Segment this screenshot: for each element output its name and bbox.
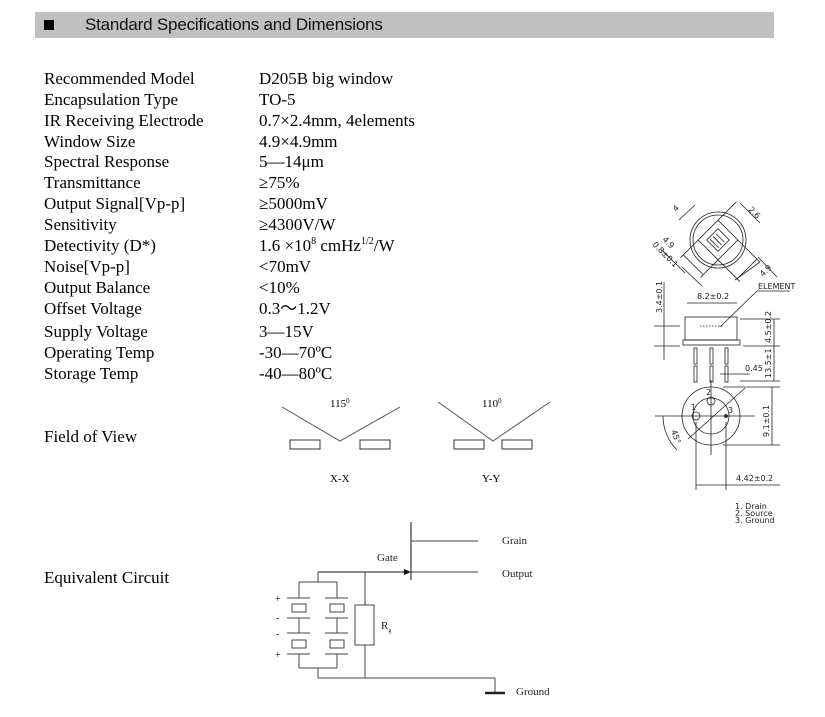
pyro-element-column-left — [287, 597, 310, 668]
pin-1-label: 1 — [691, 403, 696, 412]
top-view-drawing — [661, 201, 778, 287]
side-dim-leads: 13.5±1 — [764, 348, 773, 378]
spec-value: 0.7×2.4mm, 4elements — [259, 111, 415, 130]
gate-label: Gate — [377, 552, 398, 564]
side-dim-lead-dia: 0.45 — [745, 364, 763, 373]
field-of-view-label: Field of View — [44, 427, 138, 446]
spec-value: <10% — [259, 278, 300, 297]
spec-label: Offset Voltage — [44, 299, 142, 318]
spec-label: Output Balance — [44, 278, 151, 297]
output-label: Output — [502, 568, 533, 580]
equivalent-circuit-label: Equivalent Circuit — [44, 568, 170, 587]
fov-yy-axis-label: Y-Y — [482, 473, 500, 485]
fov-yy-element-right — [501, 439, 533, 450]
fov-xx: 1150 X-X — [281, 397, 401, 485]
spec-label: Noise[Vp-p] — [44, 257, 130, 276]
spec-label: Supply Voltage — [44, 322, 148, 341]
spec-label: Transmittance — [44, 173, 141, 192]
pin-3-label: 3 — [728, 406, 733, 415]
spec-value: 1.6 ×108 cmHz1/2/W — [259, 236, 395, 256]
pin-legend-2: 2. Source — [735, 509, 773, 518]
spec-label: Spectral Response — [44, 152, 170, 171]
resistor-rg — [354, 604, 375, 646]
spec-value-part: /W — [373, 236, 395, 255]
spec-value-part: 1.6 ×10 — [259, 236, 312, 255]
fov-yy-cone — [437, 401, 551, 442]
side-dim-width: 8.2±0.2 — [697, 292, 729, 301]
side-view-drawing — [654, 282, 790, 383]
polarity-2: - — [276, 613, 279, 624]
field-of-view-diagram: 1150 X-X 1100 Y-Y — [281, 397, 551, 485]
fov-yy: 1100 Y-Y — [437, 397, 551, 485]
polarity-1: + — [275, 594, 281, 605]
bottom-view-drawing — [655, 380, 780, 490]
spec-value-part: cmHz — [316, 236, 361, 255]
top-dim-4: 4 — [671, 203, 681, 213]
pin-legend-3: 3. Ground — [735, 516, 775, 525]
spec-value: 3—15V — [259, 322, 314, 341]
fov-yy-element-left — [453, 439, 485, 450]
spec-value: D205B big window — [259, 69, 394, 88]
spec-value: ≥5000mV — [259, 194, 328, 213]
spec-value-part: 8 — [311, 236, 317, 247]
spec-label: IR Receiving Electrode — [44, 111, 204, 130]
fov-xx-element-left — [289, 439, 321, 450]
spec-label: Detectivity (D*) — [44, 236, 156, 255]
black-square-icon — [44, 20, 54, 30]
pin-2-label: 2 — [706, 388, 711, 397]
spec-label: Output Signal[Vp-p] — [44, 194, 186, 213]
fov-xx-element-right — [359, 439, 391, 450]
grain-label: Grain — [502, 535, 528, 547]
side-dim-height: 3.4±0.1 — [655, 281, 664, 313]
spec-value: 4.9×4.9mm — [259, 132, 338, 151]
bottom-dim-pitch: 4.42±0.2 — [736, 474, 773, 483]
side-element-label: ELEMENT — [758, 282, 796, 291]
spec-label: Sensitivity — [44, 215, 117, 234]
spec-value: ≥75% — [259, 173, 300, 192]
spec-value: 0.3～1.2V — [259, 299, 331, 318]
spec-label: Operating Temp — [44, 343, 155, 362]
polarity-3: - — [276, 629, 279, 640]
spec-value: ≥4300V/W — [259, 215, 336, 234]
spec-value: <70mV — [259, 257, 312, 276]
section-header: Standard Specifications and Dimensions — [35, 12, 774, 38]
top-dim-4-9-right: 4.9 — [758, 263, 773, 278]
spec-value-part: 1/2 — [360, 236, 374, 247]
spec-label: Recommended Model — [44, 69, 195, 88]
bottom-dim-diameter: 9.1±0.1 — [762, 405, 771, 437]
polarity-4: + — [275, 650, 281, 661]
dimension-drawings: 4 2.6 4.9 0.8±0.1 4.9 3.4±0.1 8.2±0.2 EL… — [651, 201, 796, 525]
gate-arrow-icon — [404, 569, 411, 575]
spec-value: 5—14μm — [259, 152, 324, 171]
fov-xx-cone — [281, 406, 401, 442]
pyro-element-column-right — [325, 597, 348, 668]
pin-legend-1: 1. Drain — [735, 502, 767, 511]
ground-label: Ground — [516, 686, 550, 698]
spec-label: Encapsulation Type — [44, 90, 178, 109]
top-dim-2-6: 2.6 — [747, 205, 762, 220]
equivalent-circuit-diagram: Gate Grain Output + - - + Rg Ground — [275, 522, 550, 698]
fov-xx-axis-label: X-X — [330, 473, 350, 485]
section-title: Standard Specifications and Dimensions — [85, 15, 383, 34]
spec-value: -40—80ºC — [259, 364, 333, 383]
fov-xx-angle: 1150 — [330, 397, 350, 410]
spec-label: Storage Temp — [44, 364, 139, 383]
side-dim-body: 4.5±0.2 — [764, 311, 773, 343]
resistor-label: Rg — [381, 620, 391, 634]
fov-yy-angle: 1100 — [482, 397, 502, 410]
spec-label: Window Size — [44, 132, 136, 151]
spec-value: TO-5 — [259, 90, 296, 109]
spec-value: -30—70ºC — [259, 343, 333, 362]
